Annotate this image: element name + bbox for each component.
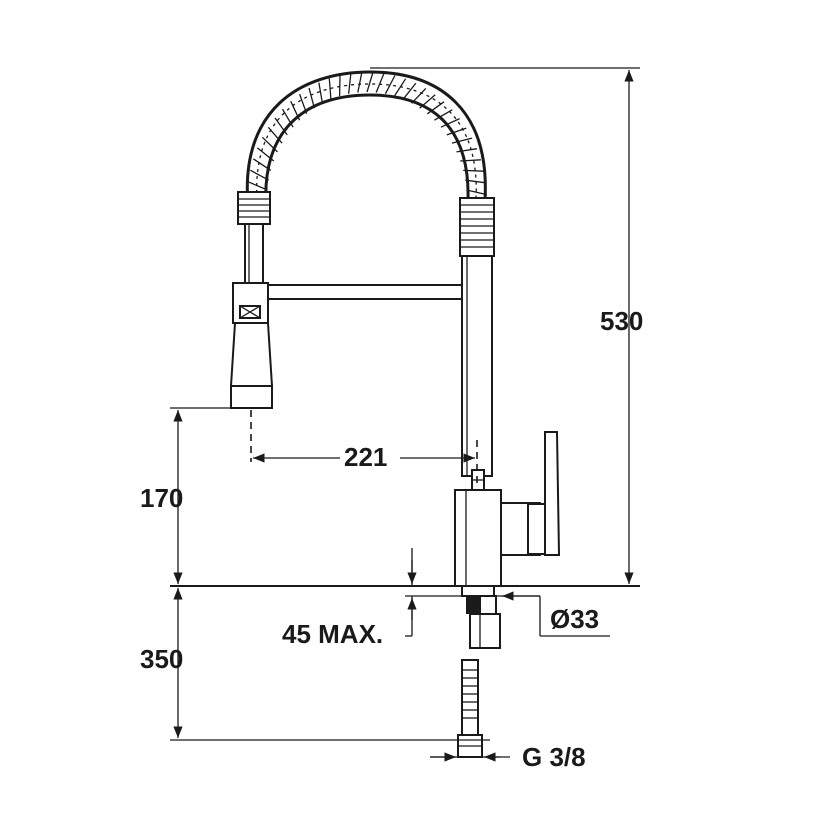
coil-turn <box>375 73 385 93</box>
coil-turn <box>466 189 488 196</box>
coil-turn <box>256 147 275 162</box>
coil-turn <box>460 159 481 162</box>
dim-mounting-thickness-label: 45 MAX. <box>282 619 383 649</box>
spray-head <box>229 282 274 409</box>
dim-hole-diameter-label: Ø33 <box>550 604 599 634</box>
right-spring-sleeve <box>459 197 495 257</box>
coil-turn <box>451 137 473 144</box>
coil-turn <box>290 100 301 121</box>
coil-turn <box>261 136 278 153</box>
coil-turn <box>247 181 268 191</box>
coil-turn <box>426 101 445 115</box>
coil-turn <box>440 118 460 128</box>
mounting-hardware <box>457 585 501 758</box>
coil-turn <box>249 169 270 181</box>
coil-turn <box>465 179 486 184</box>
dim-total-height-label: 530 <box>600 306 643 336</box>
coil-turn <box>298 93 308 115</box>
left-spring-sleeve <box>237 191 271 285</box>
coil-turn <box>281 108 294 128</box>
coil-turn <box>274 117 288 136</box>
coil-turn <box>393 78 407 97</box>
coil-turn <box>253 158 272 171</box>
coil-turn <box>384 75 396 95</box>
coil-turn <box>308 87 316 109</box>
coil-turn <box>419 94 436 109</box>
dim-hose-length-label: 350 <box>140 644 183 674</box>
coil-turn <box>463 169 484 172</box>
coil-turn <box>456 148 478 153</box>
dim-spout-reach-label: 221 <box>344 442 387 472</box>
extension-lines <box>170 67 640 758</box>
faucet-column <box>461 255 493 477</box>
coil-turn <box>366 72 374 93</box>
horizontal-arm <box>267 284 463 300</box>
spring-coil <box>245 70 488 208</box>
coil-turn <box>318 82 324 104</box>
coil-turn <box>357 71 363 93</box>
coil-turn <box>267 126 283 144</box>
coil-turn <box>328 78 332 100</box>
dimension-lines <box>173 70 634 762</box>
coil-turn <box>402 82 417 100</box>
coil-turn <box>411 87 427 104</box>
coil-turn <box>446 127 467 136</box>
dim-connection-thread-label: G 3/8 <box>522 742 586 772</box>
coil-turn <box>347 73 352 94</box>
dim-spout-clearance-label: 170 <box>140 483 183 513</box>
coil-turn <box>434 109 453 121</box>
